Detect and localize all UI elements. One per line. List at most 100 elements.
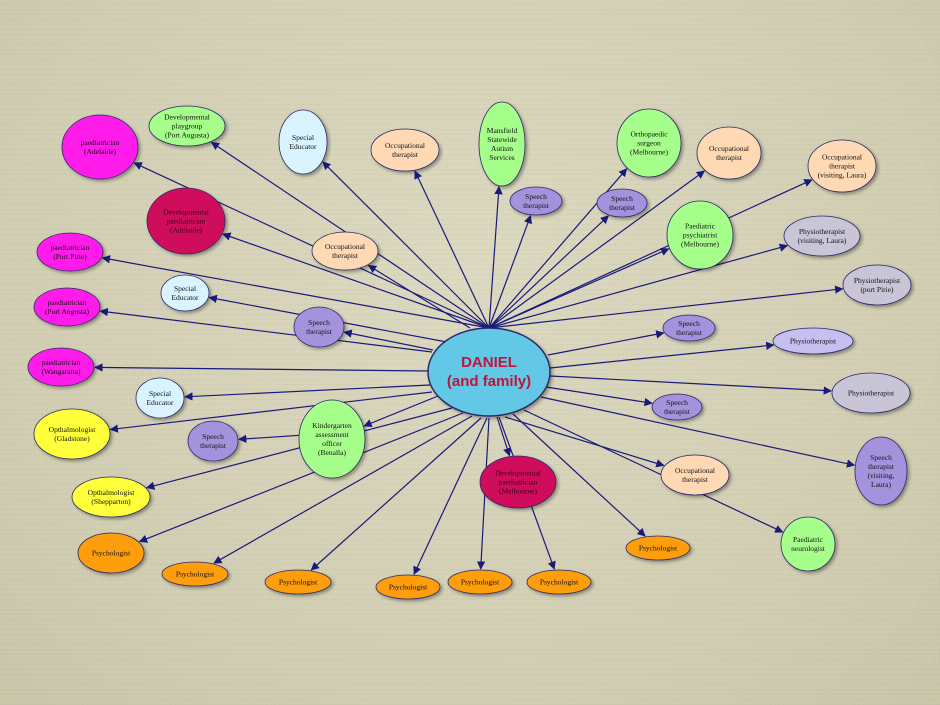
node-label-speech-5-1: therapist	[664, 407, 691, 416]
edge-to-psych-2	[512, 413, 646, 537]
node-label-special-educator-2-0: Special	[174, 284, 196, 293]
node-shape-paed-port-augusta	[33, 287, 101, 327]
edge-to-paed-psych-melbourne	[488, 248, 670, 329]
node-label-psych-6-0: Psychologist	[461, 578, 500, 587]
node-shape-ot-3	[311, 231, 379, 271]
node-label-paed-psych-melbourne-1: psychiatrist	[683, 231, 718, 240]
node-label-paed-port-augusta-1: (Port Augusta)	[45, 307, 89, 316]
edge-to-physio-2	[549, 375, 833, 395]
node-label-speech-1-1: therapist	[523, 201, 550, 210]
edge-to-special-educator-3	[184, 384, 431, 401]
node-label-paed-port-augusta-0: paediatrician	[48, 298, 87, 307]
node-label-speech-laura-0: Speech	[870, 453, 892, 462]
node-paed-port-pirie: paediatrician(Port Pirie)	[36, 232, 104, 272]
node-label-ot-1-0: Occupational	[385, 141, 425, 150]
node-label-ot-2-0: Occupational	[709, 144, 749, 153]
edge-to-speech-1	[488, 214, 532, 329]
node-physio-2: Physiotherapist	[831, 372, 911, 414]
node-label-physio-port-pirie-1: (port Pirie)	[860, 285, 894, 294]
node-label-special-educator-1-0: Special	[292, 133, 314, 142]
node-label-ot-2-1: therapist	[716, 153, 743, 162]
node-psych-1: Psychologist	[77, 532, 145, 574]
node-label-ot-laura-2: (visiting, Laura)	[818, 171, 867, 180]
node-label-psych-4-0: Psychologist	[279, 578, 318, 587]
node-label-ophth-shepparton-0: Opthalmologist	[88, 488, 136, 497]
edge-to-physio-laura	[488, 243, 789, 329]
node-label-physio-port-pirie-0: Physiotherapist	[854, 276, 901, 285]
node-label-paed-adelaide-0: paediatrician	[81, 138, 120, 147]
node-paed-wangaratta: paediatrician(Wangaratta)	[27, 347, 95, 387]
edge-to-psych-3	[213, 415, 473, 564]
node-psych-4: Psychologist	[264, 569, 332, 595]
edge-to-ophth-gladstone	[109, 391, 433, 433]
node-label-paed-neurologist-1: neurologist	[791, 544, 826, 553]
node-shape-psych-3	[161, 561, 229, 587]
edge-to-physio-1	[549, 341, 775, 369]
node-physio-port-pirie: Physiotherapist(port Pirie)	[842, 264, 912, 306]
node-shape-dev-paed-adelaide	[146, 187, 226, 255]
node-shape-speech-5	[651, 393, 703, 421]
node-label-special-educator-2-1: Educator	[171, 293, 199, 302]
node-shape-special-educator-3	[135, 377, 185, 419]
node-psych-6: Psychologist	[447, 569, 513, 595]
node-label-dev-paed-adelaide-0: Developmental	[163, 208, 209, 217]
node-label-dev-playgroup-1: playgroup	[172, 122, 203, 131]
node-shape-physio-2	[831, 372, 911, 414]
node-label-special-educator-3-1: Educator	[146, 398, 174, 407]
node-label-psych-5-0: Psychologist	[389, 583, 428, 592]
node-psych-2: Psychologist	[625, 535, 691, 561]
node-shape-special-educator-2	[160, 274, 210, 312]
node-shape-physio-1	[772, 327, 854, 355]
node-label-ortho-melbourne-2: (Melbourne)	[630, 148, 668, 157]
node-label-speech-4-1: therapist	[676, 328, 703, 337]
node-physio-1: Physiotherapist	[772, 327, 854, 355]
service-nodes: paediatrician(Adelaide)Developmentalplay…	[27, 101, 912, 600]
node-label-physio-1-0: Physiotherapist	[790, 337, 837, 346]
node-shape-physio-port-pirie	[842, 264, 912, 306]
node-label-dev-playgroup-0: Developmental	[164, 113, 210, 122]
node-shape-ot-laura	[807, 139, 877, 193]
edge-to-ot-1	[414, 170, 490, 329]
node-label-paed-psych-melbourne-0: Paediatric	[685, 222, 716, 231]
node-label-physio-laura-1: (visiting, Laura)	[798, 236, 847, 245]
node-shape-speech-2	[596, 188, 648, 218]
node-label-ophth-shepparton-1: (Shepparton)	[91, 497, 131, 506]
node-label-speech-5-0: Speech	[666, 398, 688, 407]
edge-to-psych-1	[138, 412, 464, 543]
node-ophth-shepparton: Opthalmologist(Shepparton)	[71, 476, 151, 518]
node-label-psych-3-0: Psychologist	[176, 570, 215, 579]
node-label-ophth-gladstone-0: Opthalmologist	[49, 425, 97, 434]
node-shape-psych-5	[375, 574, 441, 600]
node-label-dev-paed-melbourne-0: Developmental	[495, 469, 541, 478]
center-label-0: DANIEL	[461, 354, 517, 371]
edge-to-dev-paed-melbourne	[496, 416, 512, 457]
node-label-dev-paed-adelaide-2: (Adelaide)	[170, 226, 203, 235]
node-shape-psych-2	[625, 535, 691, 561]
node-shape-psych-4	[264, 569, 332, 595]
edge-to-special-educator-1	[322, 161, 490, 329]
node-label-dev-paed-melbourne-1: paediatrician	[499, 478, 538, 487]
node-label-physio-laura-0: Physiotherapist	[799, 227, 846, 236]
node-label-paed-wangaratta-1: (Wangaratta)	[42, 367, 81, 376]
node-label-mansfield-autism-0: Mansfield	[487, 126, 518, 135]
node-paed-adelaide: paediatrician(Adelaide)	[61, 114, 139, 180]
node-shape-mansfield-autism	[478, 101, 526, 187]
center-node: DANIEL(and family)	[427, 327, 551, 417]
node-shape-paed-adelaide	[61, 114, 139, 180]
node-shape-dev-playgroup	[148, 105, 226, 147]
node-label-speech-6-0: Speech	[202, 432, 224, 441]
node-label-speech-3-0: Speech	[308, 318, 330, 327]
connection-lines	[94, 141, 856, 575]
node-label-ophth-gladstone-1: (Gladstone)	[54, 434, 90, 443]
node-shape-speech-4	[662, 314, 716, 342]
